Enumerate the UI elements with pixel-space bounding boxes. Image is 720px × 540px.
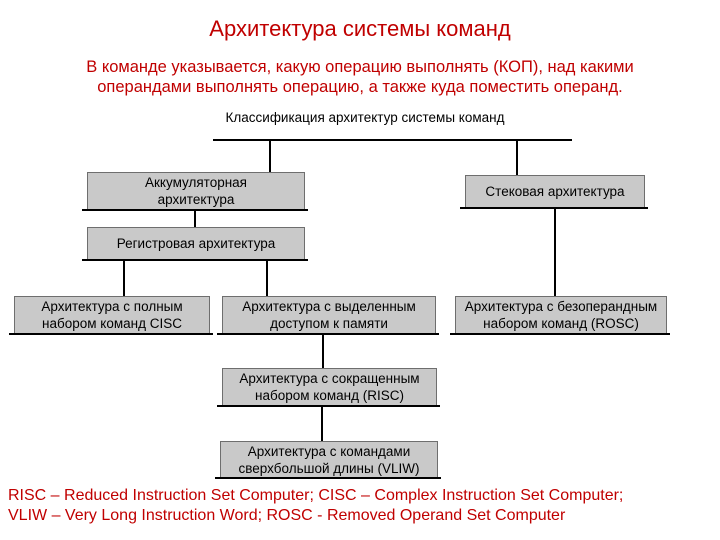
node-risc-architecture: Архитектура с сокращенным набором команд… (217, 368, 440, 407)
node-label: сверхбольшой длины (VLIW) (238, 460, 420, 476)
node-dedicated-memory-access-architecture: Архитектура с выделенным доступом к памя… (217, 296, 439, 335)
node-stack-architecture: Стековая архитектура (460, 175, 648, 209)
node-label: набором команд CISC (42, 316, 182, 331)
node-accumulator-architecture: Аккумуляторная архитектура (82, 172, 308, 211)
page-title: Архитектура системы команд (209, 16, 511, 41)
connector-stack-rosc (554, 209, 556, 297)
connector-memory-risc (322, 335, 324, 368)
node-label: Архитектура с сокращенным (239, 371, 420, 386)
node-rosc-architecture: Архитектура с безоперандным набором кома… (450, 296, 670, 335)
intro-text: В команде указывается, какую операцию вы… (0, 58, 720, 97)
connector-register-cisc (123, 261, 125, 297)
abbreviations-line-2: VLIW – Very Long Instruction Word; ROSC … (8, 507, 566, 524)
connector-register-memory (266, 261, 268, 297)
intro-line-1: В команде указывается, какую операцию вы… (86, 58, 634, 76)
abbreviations-line-1: RISC – Reduced Instruction Set Computer;… (8, 487, 624, 504)
node-label: Стековая архитектура (485, 184, 625, 199)
connector-accumulator-register (194, 210, 196, 228)
abbreviations-text: RISC – Reduced Instruction Set Computer;… (8, 486, 718, 526)
connector-risc-vliw (321, 407, 323, 442)
node-label: Архитектура с полным (41, 299, 183, 314)
node-vliw-architecture: Архитектура с командами сверхбольшой дли… (215, 441, 441, 479)
intro-line-2: операндами выполнять операцию, а также к… (97, 77, 623, 96)
connector-root-stack (516, 139, 518, 177)
node-label: Аккумуляторная (145, 175, 247, 190)
node-register-architecture: Регистровая архитектура (82, 227, 308, 261)
node-label: Регистровая архитектура (116, 236, 276, 251)
connector-root-accumulator (269, 139, 271, 174)
node-label: архитектура (157, 192, 235, 207)
connector-root-horizontal (213, 139, 572, 141)
node-label: доступом к памяти (270, 316, 388, 331)
node-label: Архитектура с безоперандным (464, 299, 658, 314)
node-label: Архитектура с командами (247, 443, 411, 459)
node-label: набором команд (ROSC) (483, 316, 639, 331)
node-label: набором команд (RISC) (255, 388, 404, 403)
diagram-root-label: Классификация архитектур системы команд (225, 110, 505, 125)
node-cisc-architecture: Архитектура с полным набором команд CISC (9, 296, 213, 335)
node-label: Архитектура с выделенным (242, 299, 416, 314)
